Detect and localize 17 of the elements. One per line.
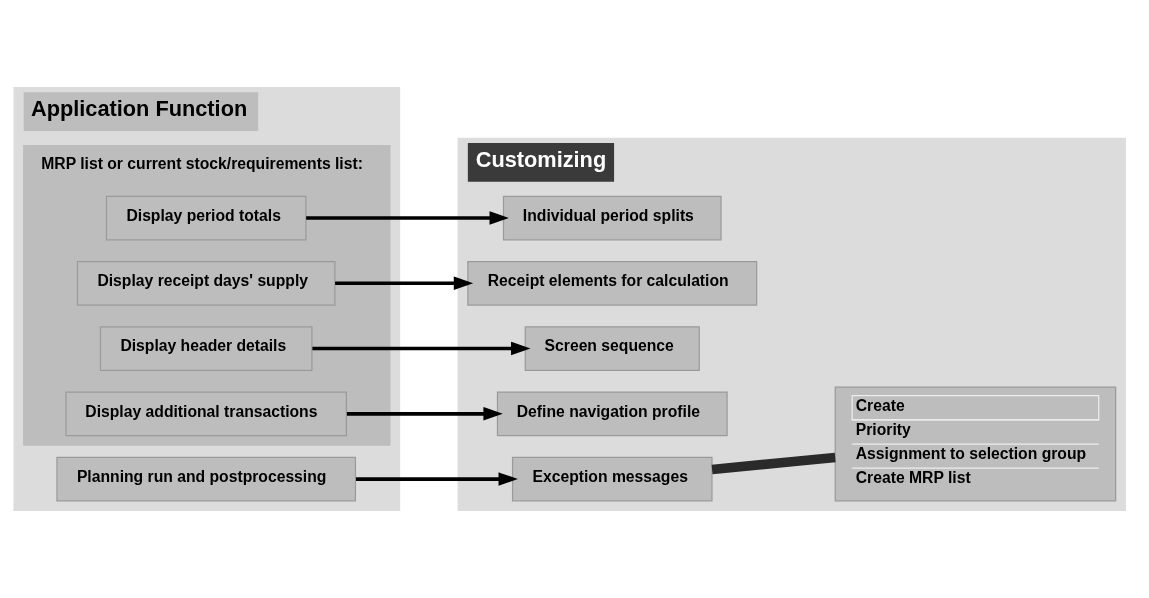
node-box: Planning run and postprocessing <box>56 456 357 502</box>
node-box: Display period totals <box>105 195 307 241</box>
arrow <box>356 472 518 486</box>
arrow <box>312 341 531 356</box>
node-box: Display header details <box>99 326 313 371</box>
node-box: Display receipt days' supply <box>76 260 336 306</box>
node-box: Individual period splits <box>502 195 722 241</box>
node-box: Screen sequence <box>524 326 700 371</box>
node-box: Define navigation profile <box>496 391 728 437</box>
connector <box>711 452 836 475</box>
node-box: Create Priority Assignment to selection group Create MRP list <box>834 386 1117 502</box>
node-box: Exception messages <box>511 456 713 502</box>
node-box: Receipt elements for calculation <box>467 260 758 306</box>
node-box: Display additional transactions <box>65 391 347 437</box>
arrow <box>306 211 509 225</box>
arrow <box>346 407 503 421</box>
arrow <box>335 276 474 291</box>
